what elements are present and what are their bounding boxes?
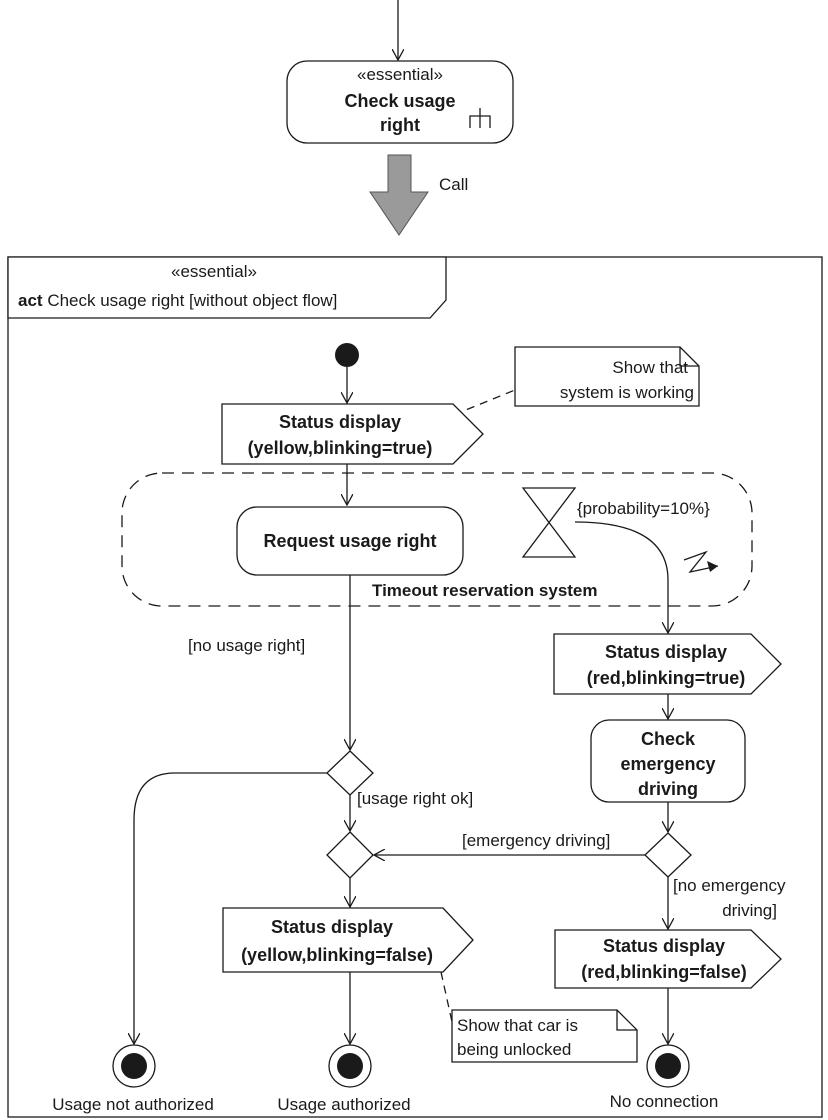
send-signal-status-yellow-blinking[interactable] [221, 403, 484, 465]
note-working [514, 346, 700, 407]
final-node-no-connection [646, 1044, 690, 1088]
merge-node [326, 831, 374, 879]
signal-label: Status display [603, 936, 725, 956]
note-unlock-line2: being unlocked [457, 1040, 571, 1059]
send-signal-status-yellow-not-blinking[interactable] [222, 907, 474, 973]
final-label: Usage not authorized [52, 1095, 214, 1114]
action-label: Request usage right [263, 531, 436, 551]
guard-no-emergency-line1: [no emergency [673, 876, 786, 895]
action-label: driving [638, 779, 698, 799]
interruptible-region [121, 472, 753, 607]
note-working-line2: system is working [560, 383, 694, 402]
call-arrow [369, 154, 429, 236]
signal-label: (yellow,blinking=true) [248, 438, 433, 458]
region-label: Timeout reservation system [372, 581, 598, 600]
send-signal-status-red-not-blinking[interactable] [554, 929, 782, 989]
call-behavior-action[interactable] [286, 60, 514, 144]
decision-node-emergency [644, 832, 692, 878]
note-unlock-line1: Show that car is [457, 1016, 578, 1035]
signal-label: (red,blinking=true) [587, 668, 746, 688]
caller-stereotype: «essential» [357, 65, 443, 84]
caller-action-label-2: right [380, 115, 420, 135]
frame-stereotype: «essential» [171, 262, 257, 281]
signal-label: (red,blinking=false) [581, 962, 747, 982]
probability-label: {probability=10%} [577, 499, 710, 518]
call-label: Call [439, 175, 468, 194]
guard-no-emergency-line2: driving] [722, 901, 777, 920]
frame-title: act Check usage right [without object fl… [18, 291, 337, 310]
signal-label: Status display [279, 412, 401, 432]
initial-node [335, 343, 359, 367]
note-unlock [451, 1009, 638, 1063]
signal-label: Status display [271, 917, 393, 937]
rake-icon [469, 108, 491, 128]
final-label: Usage authorized [277, 1095, 410, 1114]
interrupting-edge [574, 521, 668, 633]
final-node-authorized [328, 1044, 372, 1088]
signal-label: Status display [605, 642, 727, 662]
guard-no-usage-right: [no usage right] [188, 636, 305, 655]
caller-action-label-1: Check usage [344, 91, 455, 111]
lightning-icon [683, 550, 719, 574]
final-node-not-authorized [112, 1044, 156, 1088]
note-working-line1: Show that [612, 358, 688, 377]
send-signal-status-red-blinking[interactable] [553, 633, 782, 695]
signal-label: (yellow,blinking=false) [241, 945, 433, 965]
hourglass-icon [521, 487, 577, 558]
guard-usage-right-ok: [usage right ok] [357, 789, 473, 808]
final-label: No connection [610, 1092, 719, 1111]
guard-emergency-driving: [emergency driving] [462, 831, 610, 850]
frame-name-tab [7, 256, 447, 319]
action-label: Check [641, 729, 696, 749]
action-label: emergency [620, 754, 715, 774]
